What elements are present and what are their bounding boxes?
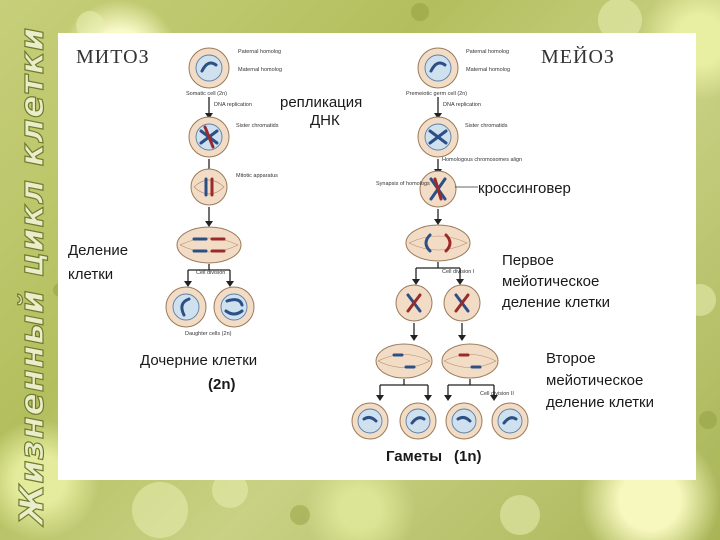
second-division-line1: Второе [546, 350, 596, 367]
gamete-2 [399, 402, 437, 440]
meiosis-dividing-cell-1 [405, 224, 471, 262]
first-division-line2: мейотическое [502, 273, 599, 290]
replication-annotation-line1: репликация [280, 94, 362, 111]
gamete-3 [445, 402, 483, 440]
meiosis-replicated-cell [417, 116, 459, 158]
gametes-annotation: Гаметы [386, 448, 442, 465]
mitosis-header: МИТОЗ [76, 46, 150, 68]
division-annotation-line1: Деление [68, 242, 128, 259]
meiosis-sister-label: Sister chromatids [465, 123, 508, 129]
daughter-cell-right [213, 286, 255, 328]
first-division-line1: Первое [502, 252, 554, 269]
synapsis-label: Synapsis of homologs [376, 181, 430, 187]
daughter-cells-label: Daughter cells (2n) [185, 331, 232, 337]
premeiotic-label: Premeiotic germ cell (2n) [406, 91, 467, 97]
gametes-ploidy: (1n) [454, 448, 482, 465]
meiosis-i-cell-left [395, 284, 433, 322]
daughter-ploidy: (2n) [208, 376, 236, 393]
meiosis-paternal-label: Paternal homolog [466, 49, 509, 55]
meiosis-column: Paternal homolog Maternal homolog Premei… [351, 47, 654, 465]
mitotic-apparatus-cell [190, 168, 228, 206]
mitosis-cell-division-label: Cell division [196, 270, 225, 276]
dividing-cell [176, 226, 242, 264]
meiosis-ii-dividing-left [375, 343, 433, 379]
side-title-text: Жизненный цикл клетки [12, 27, 51, 527]
cell-division-2-label: Cell division II [480, 391, 514, 397]
second-division-line3: деление клетки [546, 394, 654, 411]
meiosis-dna-replication-label: DNA replication [443, 102, 481, 108]
replication-annotation-line2: ДНК [310, 112, 340, 129]
homologous-align-label: Homologous chromosomes align [442, 157, 522, 163]
diagram-panel: МИТОЗ МЕЙОЗ Paternal homolog Maternal ho… [58, 33, 696, 480]
synapsis-cell [419, 170, 457, 208]
gamete-1 [351, 402, 389, 440]
meiosis-i-cell-right [443, 284, 481, 322]
gamete-4 [491, 402, 529, 440]
division-annotation-line2: клетки [68, 266, 113, 283]
premeiotic-cell [417, 47, 459, 89]
meiosis-ii-dividing-right [441, 343, 499, 379]
daughter-cell-left [165, 286, 207, 328]
somatic-cell-label: Somatic cell (2n) [186, 91, 227, 97]
dna-replication-label: DNA replication [214, 102, 252, 108]
crossing-over-annotation: кроссинговер [478, 180, 571, 197]
meiosis-maternal-label: Maternal homolog [466, 67, 510, 73]
side-title: Жизненный цикл клетки [11, 26, 51, 527]
paternal-homolog-label: Paternal homolog [238, 49, 281, 55]
first-division-line3: деление клетки [502, 294, 610, 311]
replicated-cell [188, 116, 230, 158]
mitosis-column: Paternal homolog Maternal homolog Somati… [68, 47, 362, 393]
sister-chromatids-label: Sister chromatids [236, 123, 279, 129]
cell-division-1-label: Cell division I [442, 269, 475, 275]
second-division-line2: мейотическое [546, 372, 643, 389]
mitotic-apparatus-label: Mitotic apparatus [236, 173, 278, 179]
meiosis-header: МЕЙОЗ [541, 45, 615, 68]
maternal-homolog-label: Maternal homolog [238, 67, 282, 73]
somatic-cell [188, 47, 230, 89]
mitosis-meiosis-diagram: МИТОЗ МЕЙОЗ Paternal homolog Maternal ho… [68, 45, 654, 465]
daughter-annotation: Дочерние клетки [140, 352, 257, 369]
